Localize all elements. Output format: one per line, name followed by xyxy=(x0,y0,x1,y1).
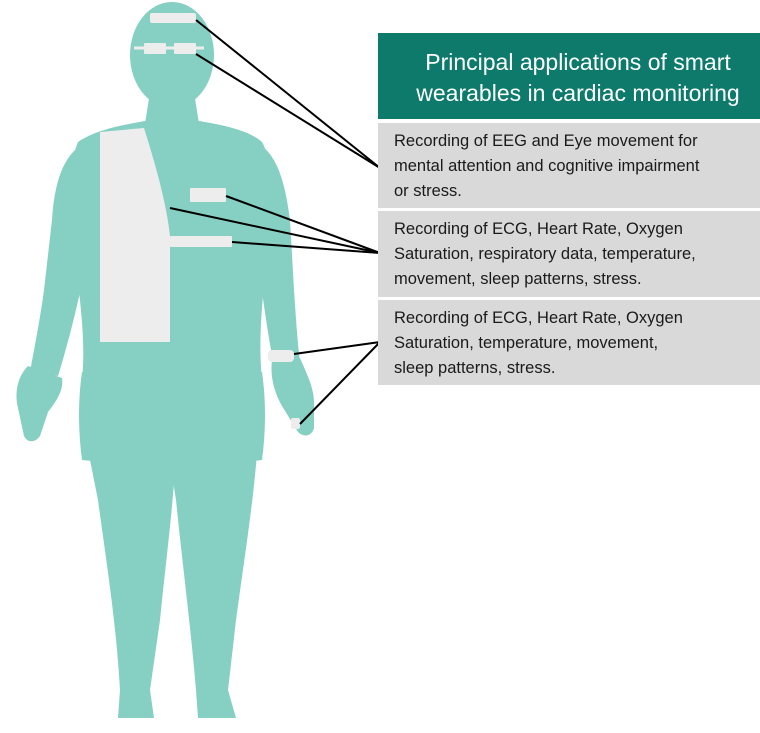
ring-device xyxy=(291,418,300,429)
application-text-line: Saturation, respiratory data, temperatur… xyxy=(394,242,752,267)
chest-strap-device xyxy=(170,236,232,247)
title-line-1: Principal applications of smart xyxy=(406,47,750,78)
right-leg xyxy=(168,440,258,718)
application-eeg-eye: Recording of EEG and Eye movement for me… xyxy=(378,123,760,208)
connector-ring xyxy=(300,342,380,424)
title-line-2: wearables in cardiac monitoring xyxy=(406,78,750,109)
application-chest: Recording of ECG, Heart Rate, Oxygen Sat… xyxy=(378,211,760,297)
application-text-line: Recording of EEG and Eye movement for xyxy=(394,129,752,154)
wrist-band-device xyxy=(268,350,294,362)
left-hand xyxy=(16,366,62,441)
application-text-line: or stress. xyxy=(394,179,752,204)
application-text-line: mental attention and cognitive impairmen… xyxy=(394,154,752,179)
application-text-line: Recording of ECG, Heart Rate, Oxygen xyxy=(394,217,752,242)
application-text-line: Recording of ECG, Heart Rate, Oxygen xyxy=(394,306,752,331)
title-box: Principal applications of smart wearable… xyxy=(378,33,760,119)
glasses-left-lens xyxy=(144,43,166,54)
chest-patch-device xyxy=(190,188,226,202)
glasses-right-lens xyxy=(174,43,196,54)
application-wrist: Recording of ECG, Heart Rate, Oxygen Sat… xyxy=(378,300,760,385)
application-text-line: sleep patterns, stress. xyxy=(394,356,752,381)
application-text-line: movement, sleep patterns, stress. xyxy=(394,267,752,292)
headband-device xyxy=(150,13,196,23)
connector-wrist xyxy=(294,342,380,354)
application-text-line: Saturation, temperature, movement, xyxy=(394,331,752,356)
left-leg xyxy=(86,440,176,718)
